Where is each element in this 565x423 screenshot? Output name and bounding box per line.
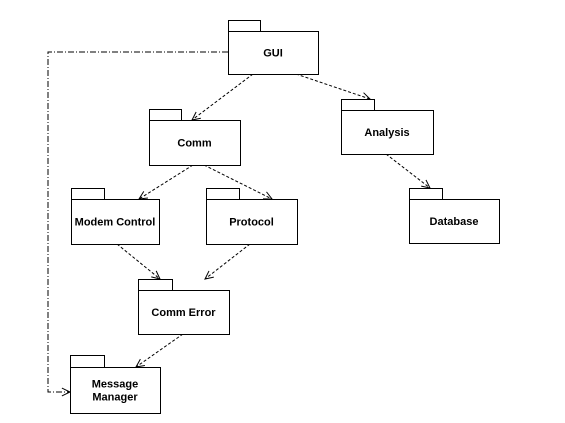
package-body xyxy=(138,290,230,335)
package-tab xyxy=(149,109,182,121)
package-body xyxy=(228,31,319,75)
package-label: GUI xyxy=(263,48,283,60)
package-tab xyxy=(71,188,105,200)
package-label: Message xyxy=(92,379,138,391)
dependency-line xyxy=(47,51,228,393)
package-database[interactable]: Database xyxy=(409,188,500,244)
dependency-comm-error-to-message-manager xyxy=(135,333,184,368)
package-comm-error[interactable]: Comm Error xyxy=(138,279,230,335)
dependency-comm-to-modem-control xyxy=(138,164,194,200)
dependency-modem-control-to-comm-error xyxy=(116,243,161,280)
package-label: Comm xyxy=(177,138,211,150)
dependency-line xyxy=(138,164,194,200)
package-body xyxy=(341,110,434,155)
dependency-protocol-to-comm-error xyxy=(204,243,251,280)
package-tab xyxy=(409,188,443,200)
package-tab xyxy=(341,99,375,111)
package-comm[interactable]: Comm xyxy=(149,109,241,166)
package-tab xyxy=(206,188,240,200)
arrowhead-icon xyxy=(151,270,161,280)
dependency-line xyxy=(295,73,371,100)
package-label: Database xyxy=(430,216,479,228)
package-gui[interactable]: GUI xyxy=(228,20,319,75)
package-analysis[interactable]: Analysis xyxy=(341,99,434,155)
package-protocol[interactable]: Protocol xyxy=(206,188,298,245)
package-body xyxy=(70,367,161,414)
arrowhead-icon xyxy=(204,270,214,280)
package-body xyxy=(206,199,298,245)
dependency-line xyxy=(204,243,251,280)
package-label: Analysis xyxy=(364,127,409,139)
package-body xyxy=(71,199,160,245)
package-label: Comm Error xyxy=(151,307,216,319)
package-body xyxy=(149,120,241,166)
package-label: Protocol xyxy=(229,217,274,229)
dependency-line xyxy=(135,333,184,368)
arrowhead-icon xyxy=(421,179,431,189)
package-label: Manager xyxy=(92,392,138,404)
dependency-line xyxy=(203,164,273,200)
package-tab xyxy=(138,279,173,291)
package-modem-control[interactable]: Modem Control xyxy=(71,188,160,245)
dependency-gui-to-analysis xyxy=(295,73,372,101)
package-tab xyxy=(70,355,105,368)
arrowhead-icon xyxy=(191,111,201,121)
package-body xyxy=(409,199,500,244)
dependency-line xyxy=(385,153,431,189)
dependency-gui-to-comm xyxy=(191,73,254,121)
package-label: Modem Control xyxy=(75,217,156,229)
dependency-line xyxy=(116,243,161,280)
dependency-layer xyxy=(47,51,431,397)
package-tab xyxy=(228,20,261,32)
dependency-line xyxy=(191,73,254,121)
dependency-analysis-to-database xyxy=(385,153,431,189)
